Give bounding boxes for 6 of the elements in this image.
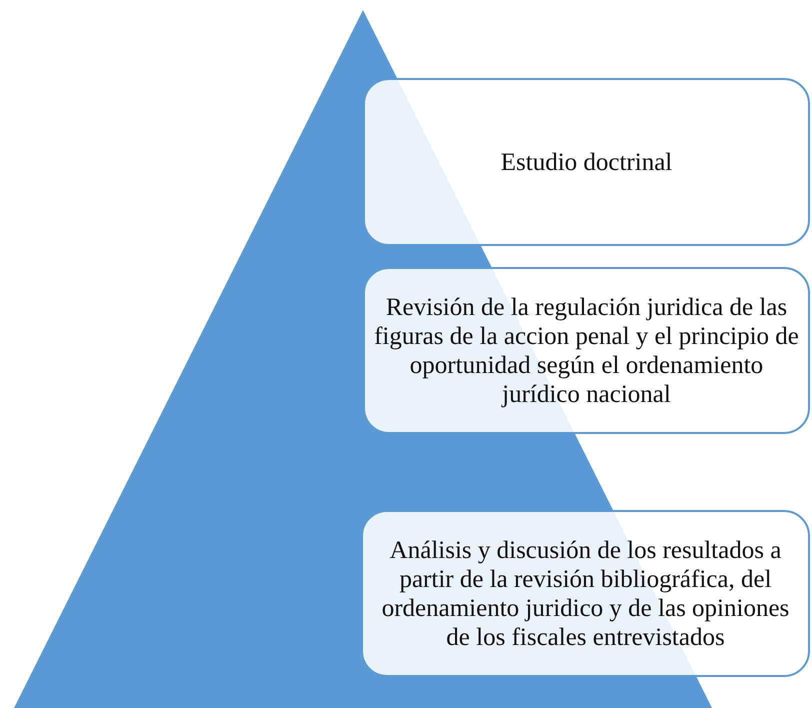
step-text: Análisis y discusión de los resultados a partir de la revisión bibliográfica, del ordenamiento juridico y de las opiniones de los fiscales entrevistados xyxy=(380,536,790,652)
step-text: Estudio doctrinal xyxy=(500,148,672,176)
step-box xyxy=(363,267,810,434)
step-box xyxy=(361,510,810,677)
step-text: Revisión de la regulación juridica de las figuras de la accion penal y el principio de oportunidad según el ordenamiento jurídico nacional xyxy=(373,292,800,408)
step-box xyxy=(363,78,810,246)
